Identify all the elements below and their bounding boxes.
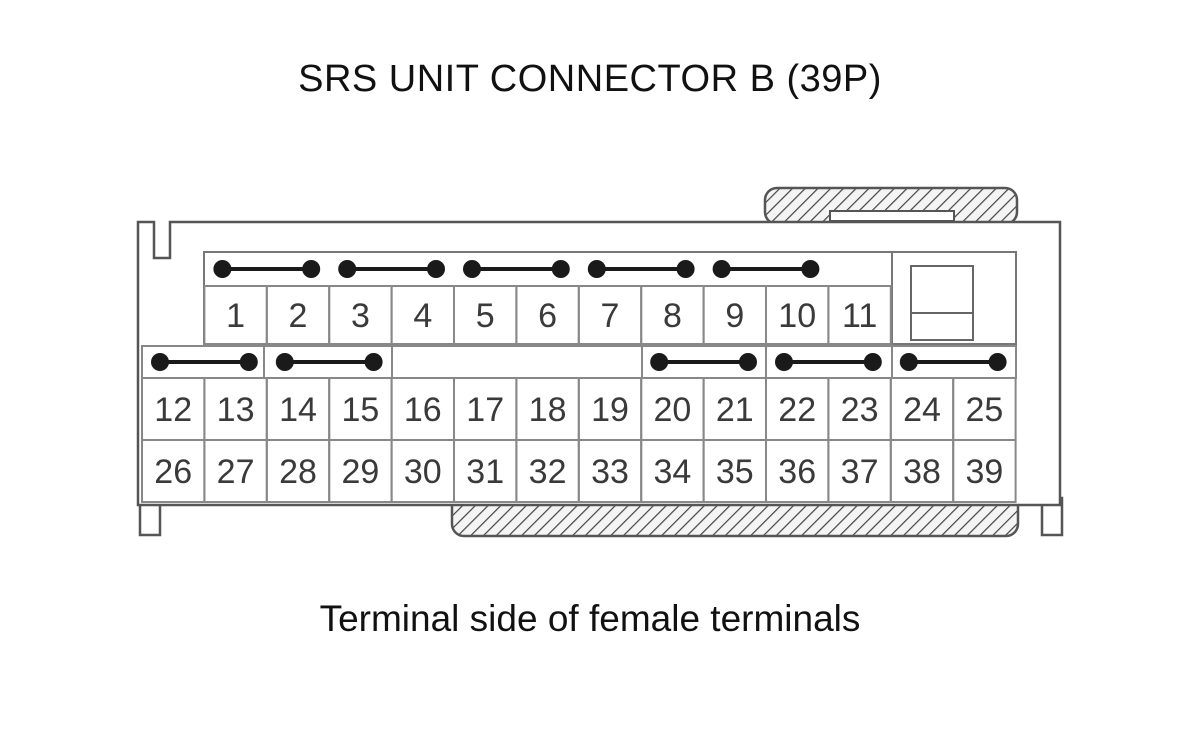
diagram-caption: Terminal side of female terminals (319, 598, 861, 639)
shorting-bar-dot-6 (551, 260, 570, 278)
terminal-label-28: 28 (279, 453, 317, 491)
top-lock-tab-slot (829, 210, 955, 222)
terminal-label-12: 12 (154, 391, 192, 429)
terminal-label-27: 27 (217, 453, 255, 491)
terminal-label-10: 10 (778, 297, 816, 335)
terminal-label-2: 2 (289, 297, 308, 335)
terminal-label-39: 39 (965, 453, 1003, 491)
terminal-label-24: 24 (903, 391, 941, 429)
shorting-bar-dot-8 (676, 260, 695, 278)
terminal-label-32: 32 (529, 453, 567, 491)
terminal-cell-39 (952, 439, 1017, 503)
terminal-label-3: 3 (351, 297, 370, 335)
terminal-label-30: 30 (404, 453, 442, 491)
shorting-bar-dot-24 (899, 353, 918, 371)
terminal-label-16: 16 (404, 391, 442, 429)
terminal-label-23: 23 (841, 391, 879, 429)
terminal-label-29: 29 (341, 453, 379, 491)
shorting-bar-dot-20 (650, 353, 669, 371)
shorting-bar-dot-14 (275, 353, 294, 371)
shorting-bars (151, 260, 1007, 371)
shorting-bar-dot-1 (213, 260, 232, 278)
terminal-label-19: 19 (591, 391, 629, 429)
key-window (910, 265, 974, 341)
terminal-label-25: 25 (965, 391, 1003, 429)
shorting-bar-dot-2 (302, 260, 321, 278)
connector-housing (136, 220, 1062, 507)
shorting-bar-dot-3 (338, 260, 357, 278)
terminal-label-37: 37 (841, 453, 879, 491)
shorting-bar-dot-9 (712, 260, 731, 278)
terminal-label-38: 38 (903, 453, 941, 491)
terminal-label-18: 18 (529, 391, 567, 429)
shorting-bar-dot-25 (988, 353, 1007, 371)
terminal-label-13: 13 (217, 391, 255, 429)
diagram-title: SRS UNIT CONNECTOR B (39P) (298, 58, 882, 100)
terminal-label-22: 22 (778, 391, 816, 429)
terminal-cell-11 (827, 285, 892, 345)
terminal-label-11: 11 (842, 297, 877, 335)
shorting-bar-dot-10 (801, 260, 820, 278)
terminal-label-8: 8 (663, 297, 682, 335)
terminal-label-36: 36 (778, 453, 816, 491)
terminal-label-7: 7 (601, 297, 620, 335)
shorting-bar-dot-12 (151, 353, 169, 371)
shorting-bar-dot-4 (427, 260, 445, 278)
shorting-bar-dot-23 (863, 353, 882, 371)
terminal-label-5: 5 (476, 297, 495, 335)
terminal-label-35: 35 (716, 453, 754, 491)
terminal-label-15: 15 (341, 391, 379, 429)
key-slot (891, 251, 1017, 345)
terminal-label-6: 6 (538, 297, 557, 335)
shorting-bar-dot-7 (587, 260, 606, 278)
terminal-label-21: 21 (716, 391, 754, 429)
shorting-bar-dot-13 (239, 353, 258, 371)
shorting-bar-dot-22 (775, 353, 793, 371)
terminal-label-9: 9 (725, 297, 744, 335)
terminal-label-17: 17 (466, 391, 504, 429)
terminal-label-31: 31 (466, 453, 504, 491)
terminal-label-14: 14 (279, 391, 317, 429)
terminal-cells (141, 285, 1017, 503)
shorting-bar-dot-21 (739, 353, 757, 371)
terminal-label-34: 34 (653, 453, 691, 491)
terminal-label-20: 20 (653, 391, 691, 429)
terminal-label-4: 4 (413, 297, 432, 335)
shorting-bar-dot-5 (463, 260, 481, 278)
terminal-label-1: 1 (226, 297, 245, 335)
shorting-bar-dot-15 (364, 353, 383, 371)
terminal-label-33: 33 (591, 453, 629, 491)
terminal-label-26: 26 (154, 453, 192, 491)
